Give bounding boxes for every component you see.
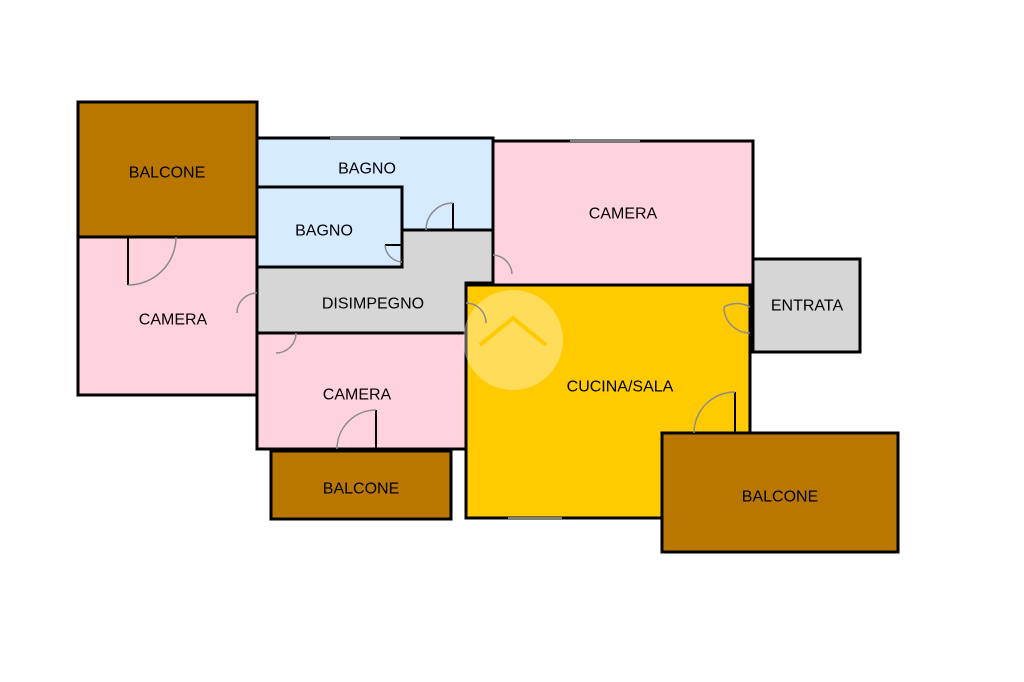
door-entrata xyxy=(723,302,751,334)
watermark-logo xyxy=(463,290,563,390)
room-balcone-right xyxy=(660,431,900,554)
room-balcone-bottom xyxy=(269,449,453,521)
label-bagno-large: BAGNO xyxy=(338,161,396,178)
label-balcone-top-left: BALCONE xyxy=(129,165,205,182)
label-balcone-right: BALCONE xyxy=(742,489,818,506)
door-cucina-disimpegno xyxy=(465,302,487,324)
room-bagno-small xyxy=(255,185,404,269)
label-camera-top-right: CAMERA xyxy=(589,206,658,223)
door-camera-top-right xyxy=(492,254,513,275)
label-balcone-bottom: BALCONE xyxy=(323,481,399,498)
label-disimpegno: DISIMPEGNO xyxy=(322,296,424,313)
room-balcone-top-left xyxy=(76,100,259,239)
room-camera-top-right xyxy=(491,139,755,287)
label-camera-left: CAMERA xyxy=(139,312,208,329)
door-bagno-large xyxy=(425,202,454,231)
door-camera-bottom xyxy=(275,332,297,354)
label-cucina-sala: CUCINA/SALA xyxy=(567,379,674,396)
room-entrata xyxy=(751,257,862,354)
label-bagno-small: BAGNO xyxy=(295,223,353,240)
door-bagno-small xyxy=(384,244,403,263)
label-entrata: ENTRATA xyxy=(771,298,844,315)
door-camera-left-disimpegno xyxy=(236,292,258,314)
label-camera-bottom: CAMERA xyxy=(323,387,392,404)
door-camera-bottom-balcone xyxy=(336,409,377,450)
door-cucina-balcone xyxy=(693,391,736,434)
door-balcone-camera-left xyxy=(127,236,177,286)
room-camera-bottom xyxy=(255,331,468,451)
